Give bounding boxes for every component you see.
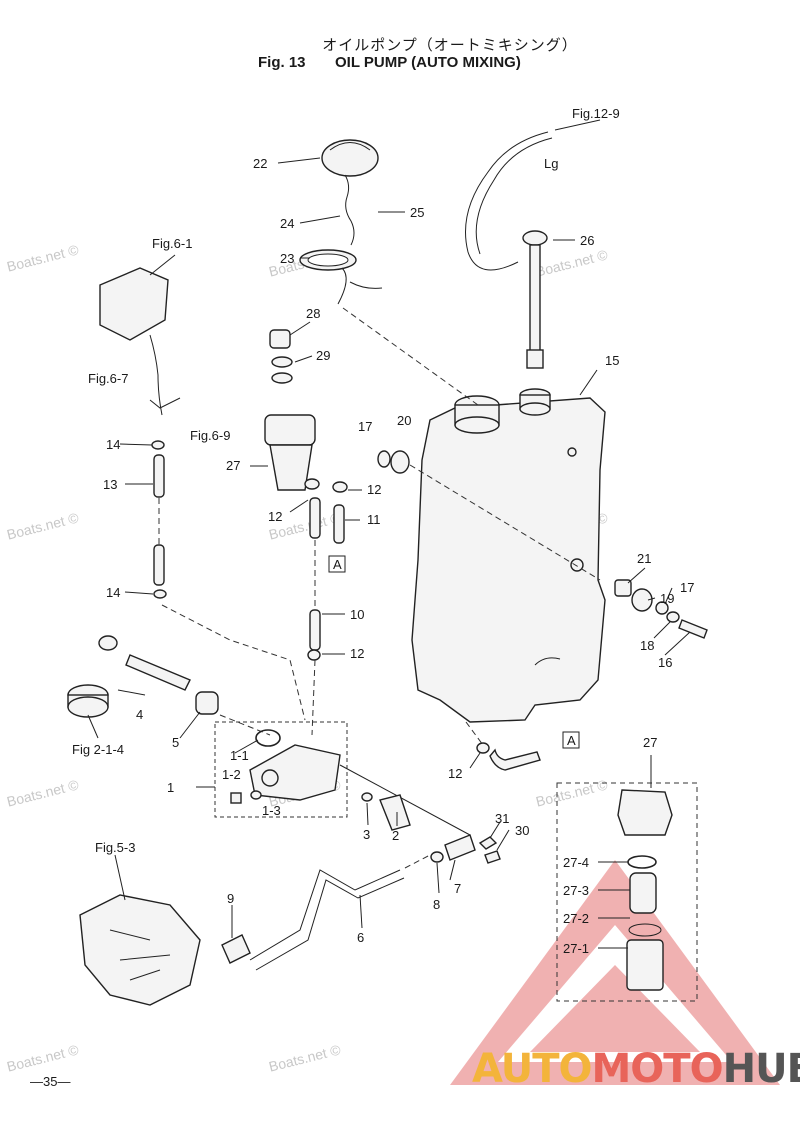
part-31-label: 31	[495, 811, 509, 826]
part-22-label: 22	[253, 156, 267, 171]
part-7-label: 7	[454, 881, 461, 896]
logo-part-hub: HUB	[722, 1046, 800, 1092]
part-30-label: 30	[515, 823, 529, 838]
part-23-label: 23	[280, 251, 294, 266]
ref-fig6-1: Fig.6-1	[152, 236, 192, 251]
part-4-label: 4	[136, 707, 143, 722]
part-12-label: 12	[367, 482, 381, 497]
leader-dashed	[342, 307, 479, 406]
part-6-label: 6	[357, 930, 364, 945]
part-12-label: 12	[350, 646, 364, 661]
reference-a-label: A	[567, 733, 576, 748]
warning-triangle-watermark	[450, 860, 780, 1085]
part-12-label: 12	[268, 509, 282, 524]
part-3-label: 3	[363, 827, 370, 842]
clip-part-9	[221, 934, 251, 964]
part-25-label: 25	[410, 205, 424, 220]
part-1-label: 1	[167, 780, 174, 795]
grommet-parts-17-20	[377, 450, 601, 581]
fitting-parts-7-8-30-31	[430, 834, 501, 864]
part-27-4-label: 27-4	[563, 855, 589, 870]
part-11-label: 11	[367, 512, 381, 527]
engine-component-fig6-1	[99, 267, 169, 416]
part-28-label: 28	[306, 306, 320, 321]
figure-number: Fig. 13	[258, 54, 306, 71]
part-13-label: 13	[103, 477, 117, 492]
oil-pump-assembly-part-1	[214, 721, 471, 836]
hose-elbow-part-12	[465, 721, 580, 771]
figure-title: OIL PUMP (AUTO MIXING)	[335, 54, 521, 71]
ref-fig6-9: Fig.6-9	[190, 428, 230, 443]
logo-part-auto: AUTO	[472, 1046, 592, 1092]
part-8-label: 8	[433, 897, 440, 912]
part-17-label: 17	[358, 419, 372, 434]
reference-box-a	[328, 555, 346, 573]
oil-tank-part-15	[411, 388, 606, 723]
part-19-label: 19	[660, 591, 674, 606]
part-17-label: 17	[680, 580, 694, 595]
part-16-label: 16	[658, 655, 672, 670]
part-10-label: 10	[350, 607, 364, 622]
drive-shaft-parts-4-5	[67, 635, 271, 736]
part-5-label: 5	[172, 735, 179, 750]
part-1-1-label: 1-1	[230, 748, 249, 763]
title-japanese: オイルポンプ（オートミキシング）	[322, 36, 578, 54]
logo-part-moto: MOTO	[591, 1046, 724, 1092]
part-27-3-label: 27-3	[563, 883, 589, 898]
part-15-label: 15	[605, 353, 619, 368]
ref-fig12-9: Fig.12-9	[572, 106, 620, 121]
part-2-label: 2	[392, 828, 399, 843]
oil-filter-exploded-27	[556, 782, 698, 1002]
label-lg: Lg	[544, 156, 558, 171]
page-number: —35—	[30, 1074, 71, 1089]
part-20-label: 20	[397, 413, 411, 428]
part-24-label: 24	[280, 216, 294, 231]
tank-cap-part-22	[299, 139, 383, 305]
part-27-1-label: 27-1	[563, 941, 589, 956]
part-1-2-label: 1-2	[222, 767, 241, 782]
part-27-label: 27	[643, 735, 657, 750]
ref-fig2-1-4: Fig 2-1-4	[72, 742, 124, 757]
automotohub-logo: AUTOMOTOHUB	[472, 1046, 800, 1092]
part-14-label: 14	[106, 585, 120, 600]
part-9-label: 9	[227, 891, 234, 906]
oil-filter-part-27	[264, 414, 348, 736]
grommet-parts-28-29	[269, 329, 293, 384]
part-29-label: 29	[316, 348, 330, 363]
part-27-label: 27	[226, 458, 240, 473]
ref-fig5-3: Fig.5-3	[95, 840, 135, 855]
part-18-label: 18	[640, 638, 654, 653]
hose-part-6	[249, 854, 431, 971]
reference-a-label: A	[333, 557, 342, 572]
leader-lines	[87, 119, 691, 949]
carburetor-fig5-3	[79, 894, 201, 1006]
part-1-3-label: 1-3	[262, 803, 281, 818]
part-14-label: 14	[106, 437, 120, 452]
fitting-parts-2-3	[361, 792, 411, 831]
level-sensor-part-26	[465, 131, 553, 369]
part-labels: Fig.12-9 Lg 22 25 24 23 26 Fig.6-1 28 29…	[72, 106, 694, 956]
part-12-label: 12	[448, 766, 462, 781]
part-27-2-label: 27-2	[563, 911, 589, 926]
fastener-parts-16-21	[614, 579, 708, 639]
ref-fig6-7: Fig.6-7	[88, 371, 128, 386]
part-21-label: 21	[637, 551, 651, 566]
part-26-label: 26	[580, 233, 594, 248]
